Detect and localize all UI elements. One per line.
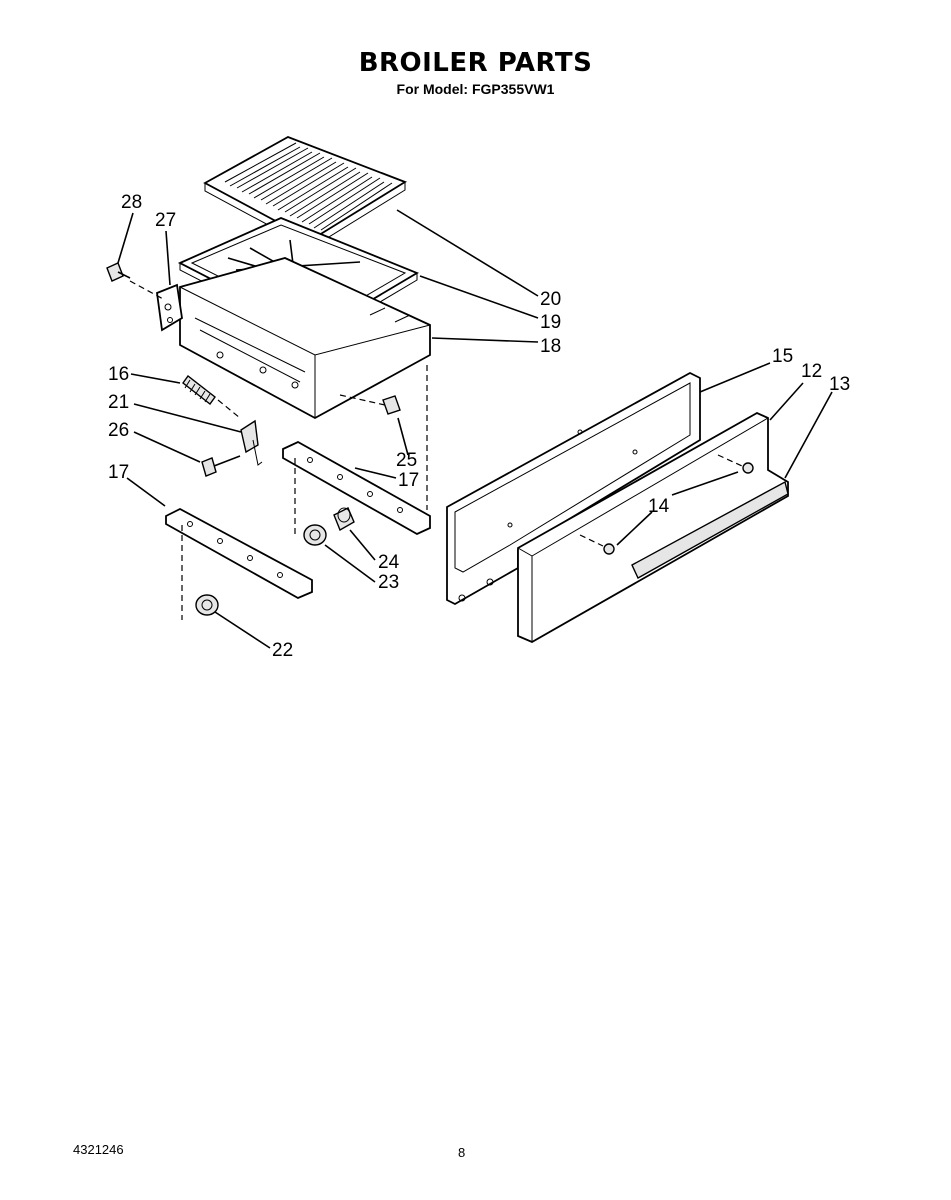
callout-21: 21: [108, 392, 129, 413]
callout-14: 14: [648, 496, 670, 517]
clip: [339, 394, 401, 415]
callout-24: 24: [378, 552, 400, 573]
callout-22: 22: [272, 640, 293, 661]
screw-28: [106, 262, 131, 282]
document-number: 4321246: [73, 1142, 124, 1157]
callout-17-upper: 17: [398, 470, 419, 491]
callout-17-lower: 17: [108, 462, 129, 483]
slide-rail-upper: [282, 365, 431, 536]
callout-15: 15: [772, 346, 793, 367]
callout-19: 19: [540, 312, 561, 333]
roller-23: [303, 524, 327, 546]
broiler-drawer: [179, 257, 431, 420]
page-title: BROILER PARTS: [358, 48, 593, 78]
side-bracket: [156, 283, 183, 332]
model-subtitle: For Model: FGP355VW1: [396, 81, 555, 97]
callout-26: 26: [108, 420, 129, 441]
callout-12: 12: [801, 361, 822, 382]
outer-door-panel: [517, 411, 789, 644]
latch: [240, 419, 263, 466]
page-number: 8: [458, 1145, 466, 1160]
callout-28: 28: [121, 192, 142, 213]
screw-26: [201, 455, 241, 477]
callout-16: 16: [108, 364, 129, 385]
spacer-14: [579, 454, 754, 555]
slide-rail-lower: [165, 507, 313, 620]
assembly-line: [129, 280, 166, 301]
callout-23: 23: [378, 572, 399, 593]
callout-27: 27: [155, 210, 176, 231]
callout-18: 18: [540, 336, 561, 357]
roller-22: [195, 594, 219, 616]
callout-20: 20: [540, 289, 561, 310]
spring: [182, 374, 241, 419]
bushing-24: [333, 507, 355, 532]
callout-13: 13: [829, 374, 850, 395]
leader-lines: [117, 209, 833, 649]
callout-25: 25: [396, 450, 417, 471]
callout-labels: 28 27 20 19 18 16 21 26 25 17 17 24 23 2…: [108, 192, 850, 661]
